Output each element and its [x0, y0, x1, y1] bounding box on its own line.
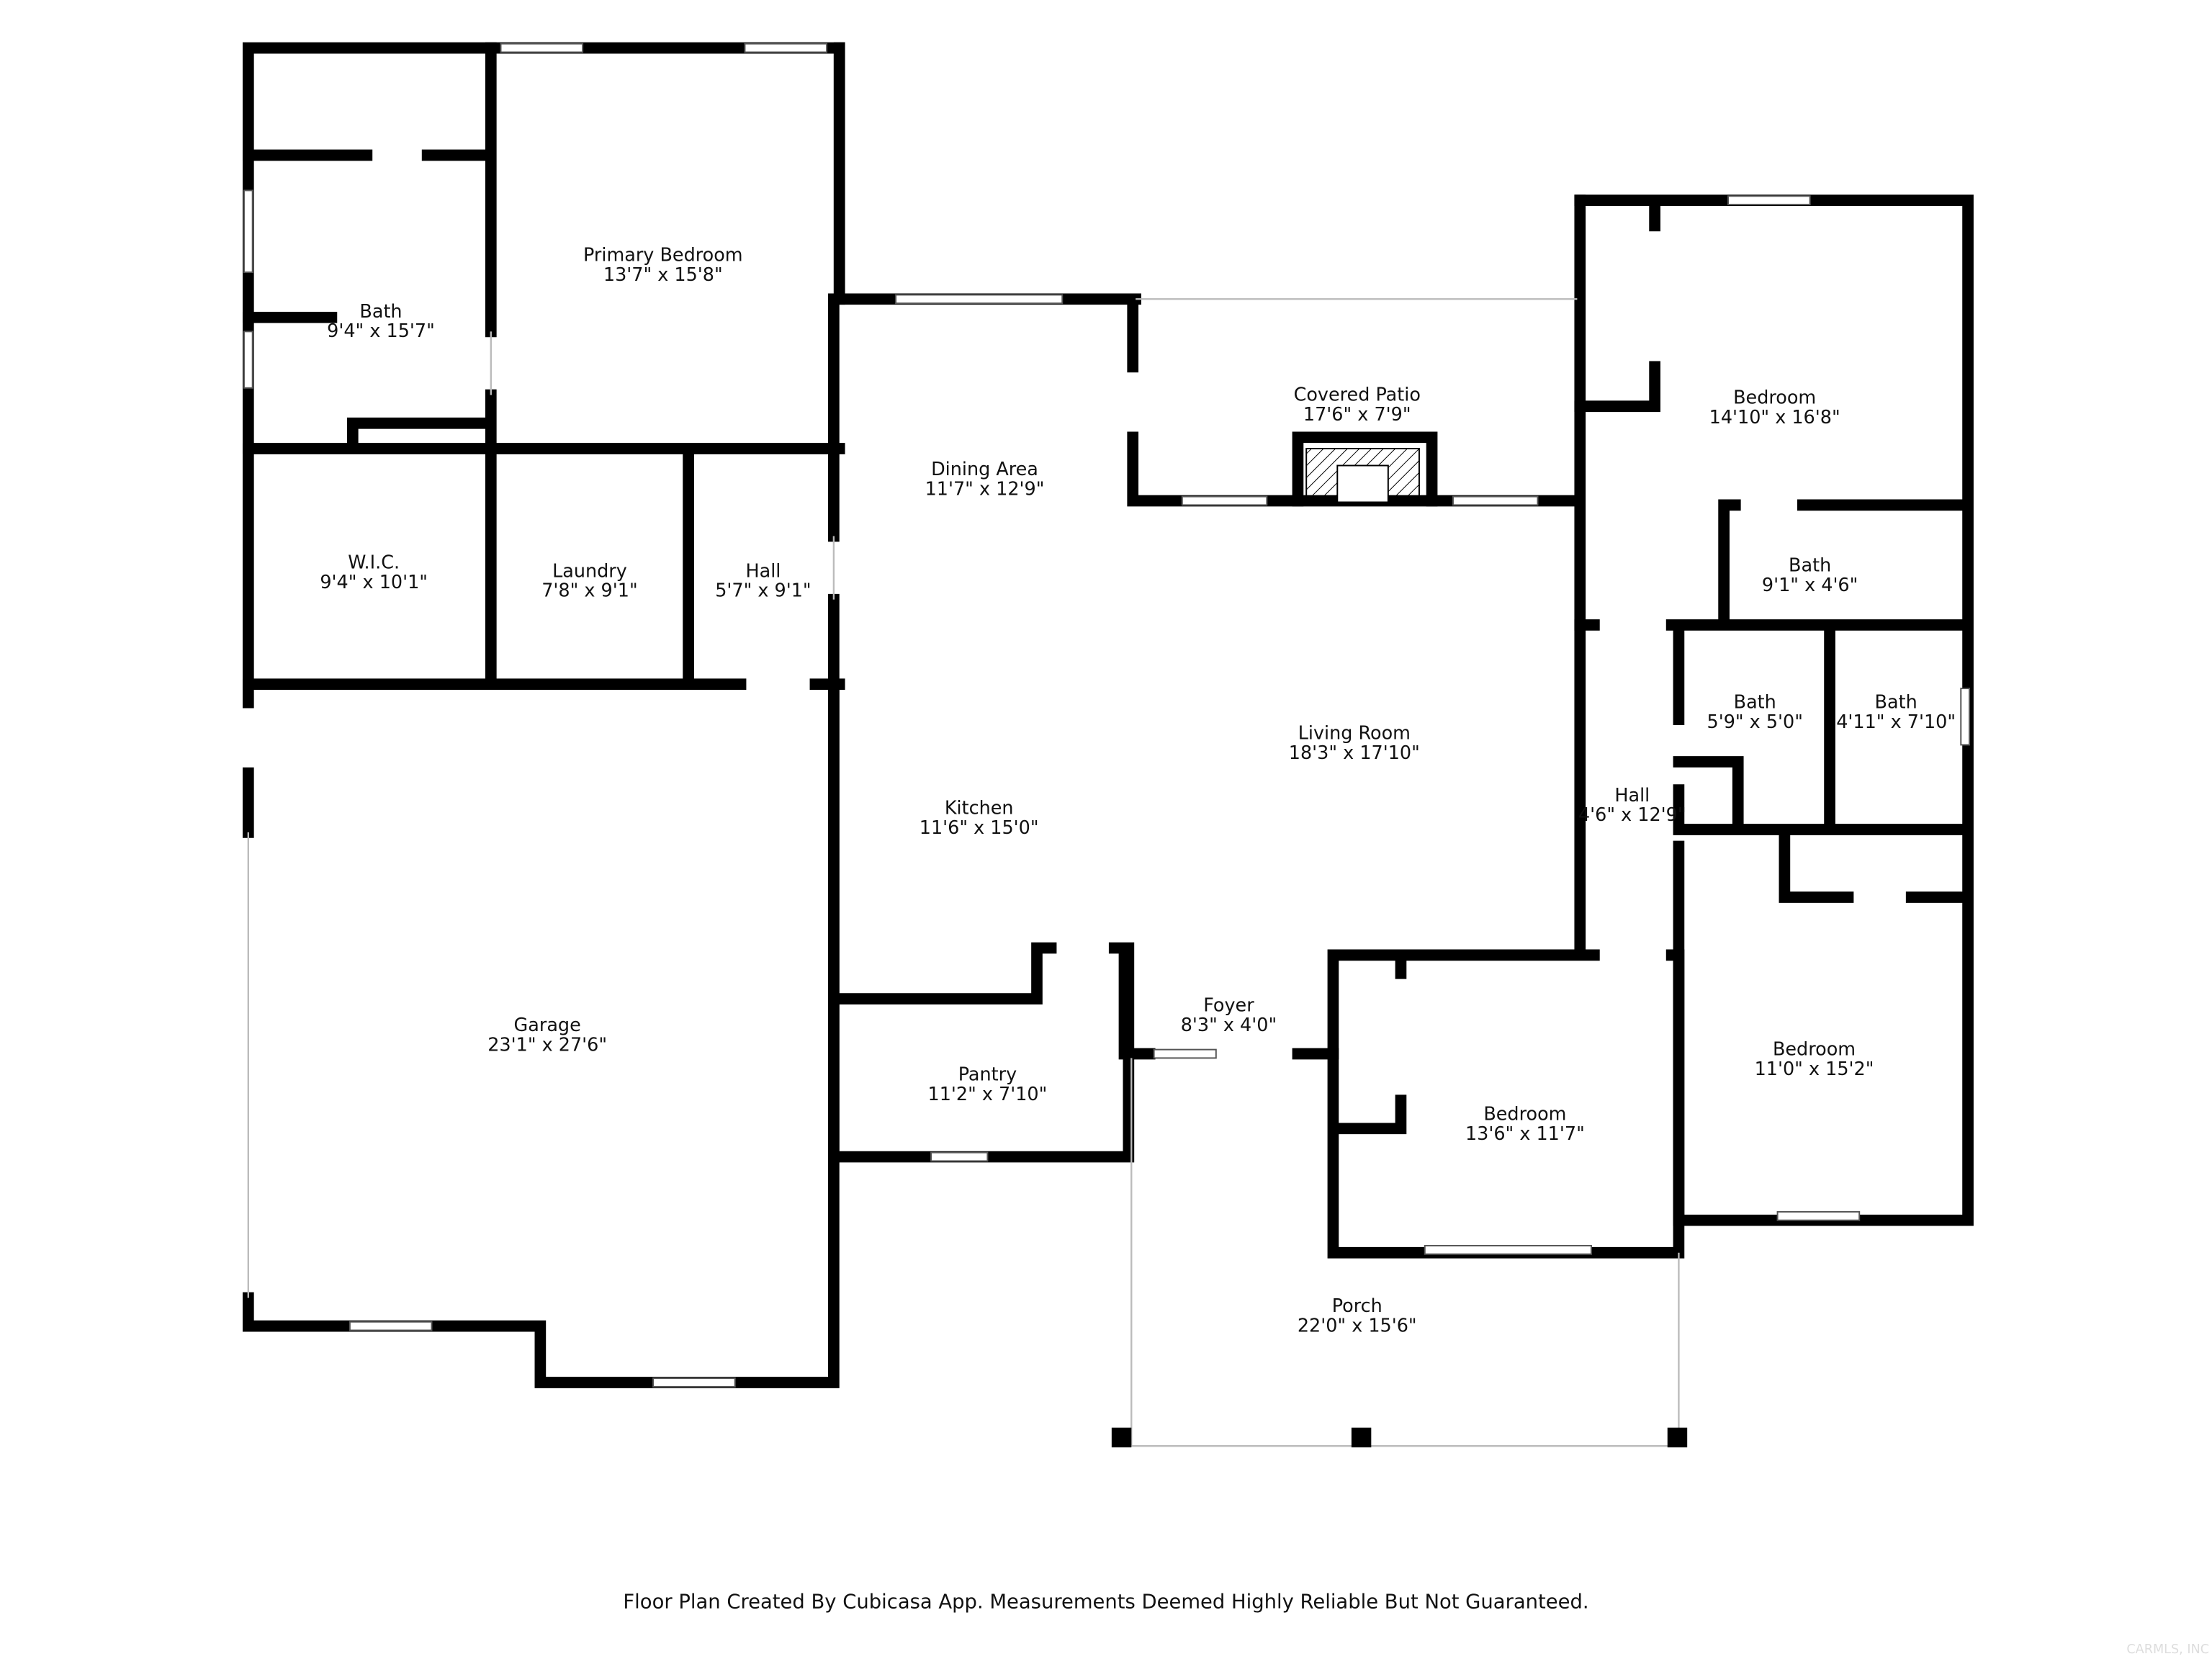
room-size: 11'2" x 7'10"	[928, 1084, 1048, 1105]
room-size: 14'10" x 16'8"	[1709, 407, 1840, 428]
room-name: Bedroom	[1773, 1038, 1856, 1060]
room-size: 9'1" x 4'6"	[1762, 575, 1858, 596]
room-name: Foyer	[1203, 995, 1254, 1017]
room-name: W.I.C.	[348, 552, 400, 574]
room-size: 4'6" x 12'9"	[1578, 804, 1686, 826]
room-name: Pantry	[958, 1064, 1017, 1086]
room-size: 17'6" x 7'9"	[1303, 404, 1411, 426]
room-size: 18'3" x 17'10"	[1289, 742, 1420, 764]
room-name: Laundry	[552, 560, 627, 582]
room-name: Kitchen	[945, 797, 1014, 819]
room-size: 5'9" x 5'0"	[1707, 711, 1803, 733]
room-size: 5'7" x 9'1"	[715, 580, 811, 602]
room-name: Porch	[1332, 1295, 1382, 1317]
room-size: 22'0" x 15'6"	[1298, 1315, 1417, 1336]
room-size: 13'6" x 11'7"	[1465, 1123, 1585, 1145]
room-size: 9'4" x 10'1"	[320, 572, 428, 593]
room-name: Bedroom	[1483, 1104, 1566, 1125]
room-name: Dining Area	[931, 459, 1038, 480]
room-name: Bath	[1734, 692, 1776, 714]
room-size: 7'8" x 9'1"	[541, 580, 637, 602]
room-name: Bath	[1789, 554, 1831, 576]
room-name: Bath	[1875, 692, 1917, 714]
fireplace	[1305, 448, 1420, 503]
thin-lines	[247, 298, 1680, 1447]
porch-posts	[1111, 1427, 1688, 1448]
room-name: Living Room	[1298, 723, 1411, 745]
room-size: 9'4" x 15'7"	[327, 320, 435, 342]
room-name: Hall	[1614, 785, 1650, 806]
room-size: 11'0" x 15'2"	[1755, 1058, 1874, 1080]
room-size: 13'7" x 15'8"	[603, 264, 723, 286]
room-size: 4'11" x 7'10"	[1836, 711, 1956, 733]
watermark: CARMLS, INC	[2126, 1642, 2209, 1657]
room-name: Bath	[359, 301, 402, 323]
windows	[243, 42, 1970, 1388]
room-size: 11'6" x 15'0"	[920, 817, 1039, 839]
room-name: Covered Patio	[1294, 384, 1421, 405]
room-name: Garage	[514, 1015, 581, 1036]
room-name: Hall	[745, 560, 781, 582]
room-size: 8'3" x 4'0"	[1181, 1015, 1277, 1036]
room-size: 23'1" x 27'6"	[487, 1035, 607, 1056]
room-name: Bedroom	[1733, 387, 1816, 408]
room-label: W.I.C.9'4" x 10'1"	[320, 552, 428, 593]
room-name: Primary Bedroom	[583, 244, 743, 266]
footer-disclaimer: Floor Plan Created By Cubicasa App. Meas…	[623, 1591, 1588, 1613]
room-size: 11'7" x 12'9"	[925, 479, 1045, 500]
